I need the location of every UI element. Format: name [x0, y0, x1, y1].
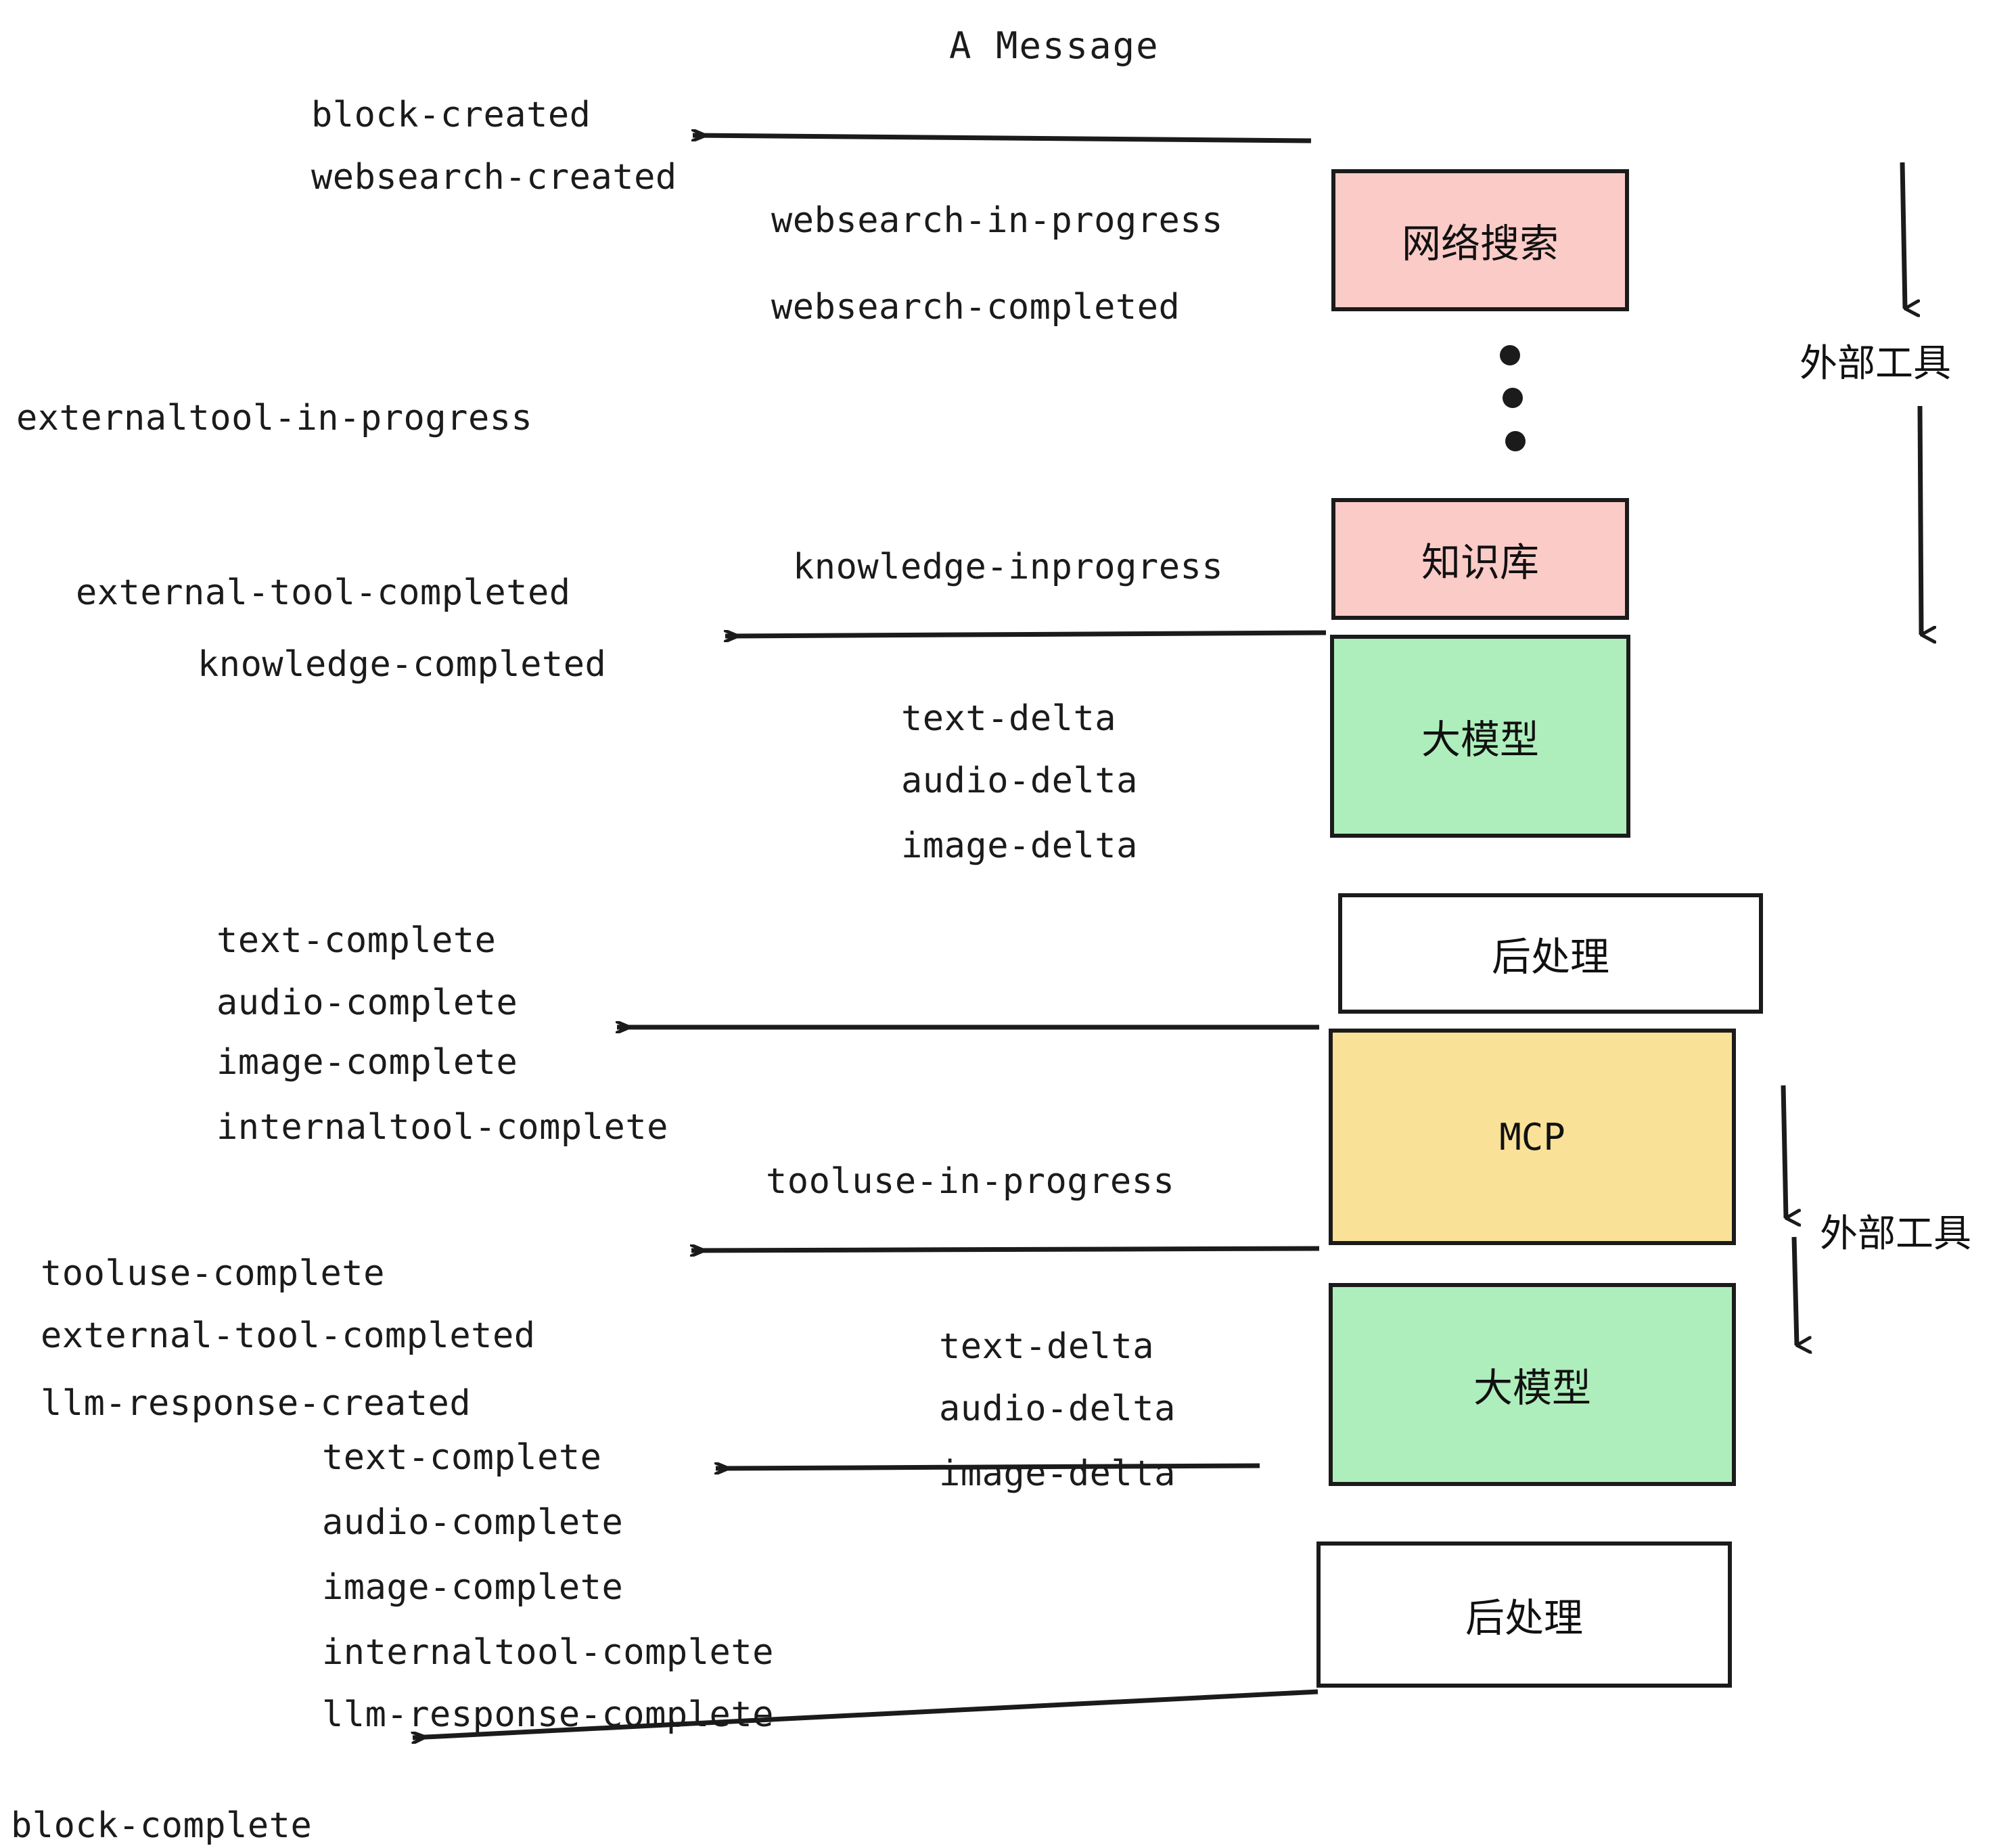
node-llm-1-label: 大模型: [1421, 717, 1539, 763]
event-label-text-complete-1: text-complete: [216, 920, 497, 961]
external-tool-down-arrow-top: [1917, 405, 1921, 635]
side-label-external-tool-bottom: 外部工具: [1820, 1212, 1971, 1256]
arrow-websearch-to-blockcreated: [693, 135, 1312, 143]
event-label-internaltool-complete-1: internaltool-complete: [216, 1107, 668, 1148]
ellipsis-dot: [1503, 388, 1523, 408]
node-mcp[interactable]: MCP: [1329, 1029, 1736, 1245]
node-llm-2[interactable]: 大模型: [1329, 1283, 1736, 1486]
event-label-websearch-created: websearch-created: [311, 157, 677, 198]
event-label-externaltool-in-progress: externaltool-in-progress: [16, 398, 533, 438]
node-postproc-1[interactable]: 后处理: [1338, 893, 1763, 1014]
event-label-audio-delta-2: audio-delta: [939, 1389, 1176, 1429]
arrow-postproc2-to-blockcomplete: [413, 1689, 1319, 1738]
node-mcp-label: MCP: [1499, 1115, 1565, 1158]
side-label-external-tool-top: 外部工具: [1800, 342, 1951, 386]
node-llm-2-label: 大模型: [1473, 1365, 1591, 1411]
event-label-external-tool-completed-2: external-tool-completed: [41, 1315, 536, 1356]
node-websearch-label: 网络搜索: [1401, 221, 1559, 267]
event-label-internaltool-complete-2: internaltool-complete: [322, 1632, 774, 1673]
node-websearch[interactable]: 网络搜索: [1331, 169, 1629, 311]
external-tool-down-arrow-bottom: [1791, 1236, 1797, 1345]
event-label-llm-response-created: llm-response-created: [41, 1383, 472, 1424]
node-postproc-2[interactable]: 后处理: [1316, 1541, 1732, 1688]
event-label-text-complete-2: text-complete: [322, 1437, 602, 1478]
event-label-websearch-completed: websearch-completed: [771, 287, 1181, 328]
ellipsis-dot: [1505, 431, 1526, 451]
node-llm-1[interactable]: 大模型: [1330, 635, 1630, 838]
event-label-tooluse-in-progress: tooluse-in-progress: [766, 1161, 1175, 1202]
event-label-audio-complete-2: audio-complete: [322, 1502, 624, 1543]
event-label-audio-complete-1: audio-complete: [216, 983, 518, 1023]
event-label-image-complete-1: image-complete: [216, 1042, 518, 1083]
event-label-text-delta-2: text-delta: [939, 1326, 1155, 1367]
event-label-llm-response-complete: llm-response-complete: [322, 1694, 774, 1735]
arrow-llm2-to-audiocomplete: [716, 1466, 1260, 1468]
event-label-external-tool-completed-1: external-tool-completed: [76, 572, 571, 613]
event-label-knowledge-completed: knowledge-completed: [198, 644, 607, 685]
ellipsis-dot: [1500, 345, 1520, 365]
node-postproc-2-label: 后处理: [1465, 1595, 1583, 1641]
event-label-knowledge-inprogress: knowledge-inprogress: [793, 547, 1224, 587]
event-label-websearch-in-progress: websearch-in-progress: [771, 200, 1223, 241]
event-label-block-complete: block-complete: [11, 1805, 313, 1846]
event-label-text-delta-1: text-delta: [901, 698, 1117, 739]
event-label-image-delta-1: image-delta: [901, 826, 1138, 866]
arrow-knowledge-to-knowledgecompleted: [725, 633, 1327, 636]
node-knowledge-label: 知识库: [1421, 539, 1539, 585]
external-tool-up-arrow-top: [1900, 162, 1905, 309]
event-label-image-complete-2: image-complete: [322, 1567, 624, 1608]
event-label-audio-delta-1: audio-delta: [901, 761, 1138, 801]
event-label-image-delta-2: image-delta: [939, 1454, 1176, 1494]
arrow-mcp-to-tooluse: [691, 1248, 1320, 1251]
event-label-tooluse-complete: tooluse-complete: [41, 1253, 385, 1294]
node-postproc-1-label: 后处理: [1491, 934, 1609, 980]
node-knowledge[interactable]: 知识库: [1331, 498, 1629, 620]
diagram-title: A Message: [949, 24, 1160, 67]
event-label-block-created: block-created: [311, 95, 591, 135]
external-tool-up-arrow-bottom: [1781, 1085, 1786, 1218]
diagram-svg: [0, 0, 2016, 1780]
